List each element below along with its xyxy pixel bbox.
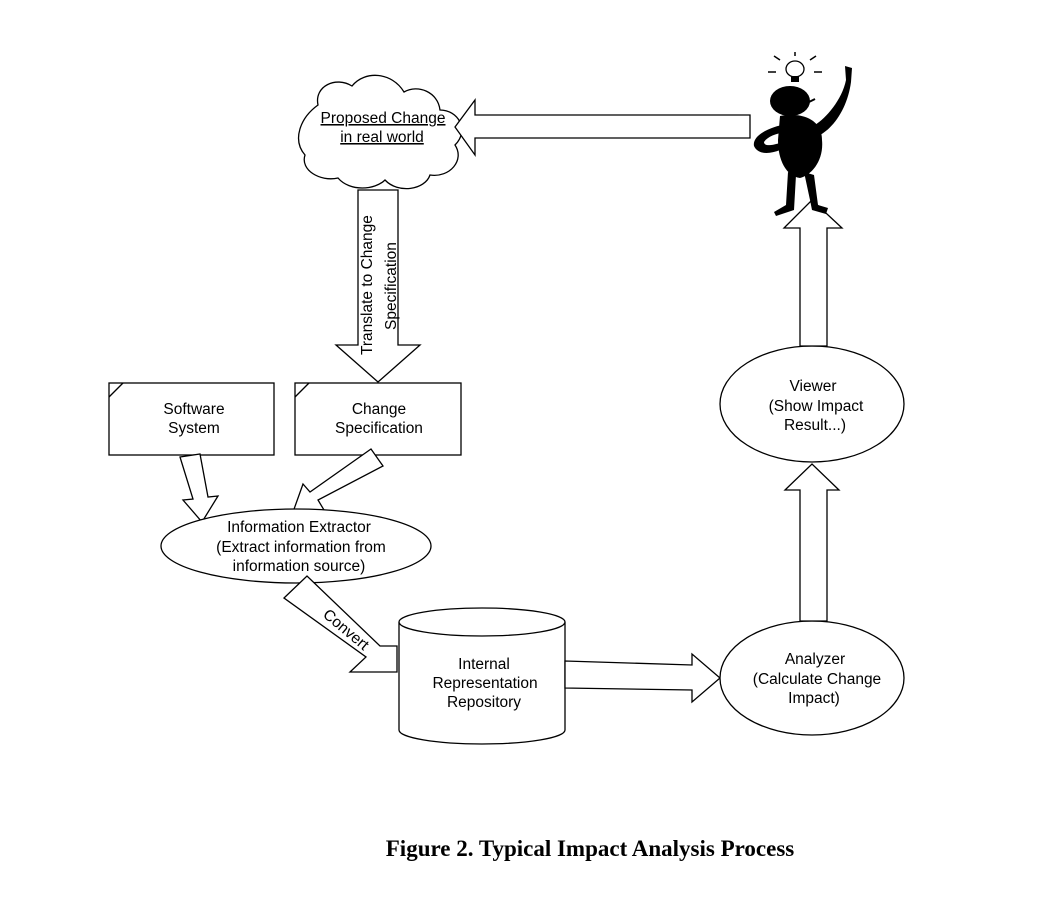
extractor-label-line-3: information source) <box>233 558 366 575</box>
repository-label-line-3: Repository <box>447 694 521 711</box>
proposed-change-cloud: Proposed Change in real world <box>297 74 463 190</box>
analyzer-label-line-1: Analyzer <box>785 651 845 668</box>
translate-label-line-2: Specification <box>383 242 400 330</box>
viewer-label-line-1: Viewer <box>789 378 836 395</box>
software-system-box: Software System <box>108 382 275 456</box>
repository-label-line-1: Internal <box>458 656 510 673</box>
analyzer-to-viewer-arrow <box>783 463 841 622</box>
extractor-label-line-1: Information Extractor <box>227 519 371 536</box>
proposed-change-label-line-2: in real world <box>340 129 424 146</box>
convert-arrow <box>282 575 398 673</box>
viewer-to-person-arrow <box>782 199 844 347</box>
software-system-label-line-1: Software <box>163 401 224 418</box>
information-extractor-ellipse: Information Extractor (Extract informati… <box>160 508 432 584</box>
repository-label-line-2: Representation <box>432 675 537 692</box>
viewer-label-line-3: Result...) <box>784 417 846 434</box>
analyzer-ellipse: Analyzer (Calculate Change Impact) <box>719 620 905 736</box>
change-specification-label-line-1: Change <box>352 401 406 418</box>
viewer-label-line-2: (Show Impact <box>769 398 864 415</box>
translate-arrow <box>334 189 422 383</box>
software-to-extractor-arrow <box>179 453 220 524</box>
figure-caption: Figure 2. Typical Impact Analysis Proces… <box>385 836 795 861</box>
analyzer-label-line-2: (Calculate Change <box>753 671 881 688</box>
change-spec-to-extractor-arrow <box>292 448 384 513</box>
software-system-label-line-2: System <box>168 420 220 437</box>
extractor-label-line-2: (Extract information from <box>216 539 386 556</box>
change-specification-box: Change Specification <box>294 382 462 456</box>
analyzer-label-line-3: Impact) <box>788 690 840 707</box>
feedback-arrow <box>454 98 751 158</box>
proposed-change-label-line-1: Proposed Change <box>321 110 446 127</box>
repository-to-analyzer-arrow <box>564 652 721 704</box>
change-specification-label-line-2: Specification <box>335 420 423 437</box>
translate-label-line-1: Translate to Change <box>359 215 376 355</box>
person-with-lightbulb-icon <box>753 52 852 216</box>
viewer-ellipse: Viewer (Show Impact Result...) <box>719 345 905 463</box>
repository-cylinder: Internal Representation Repository <box>398 607 566 745</box>
